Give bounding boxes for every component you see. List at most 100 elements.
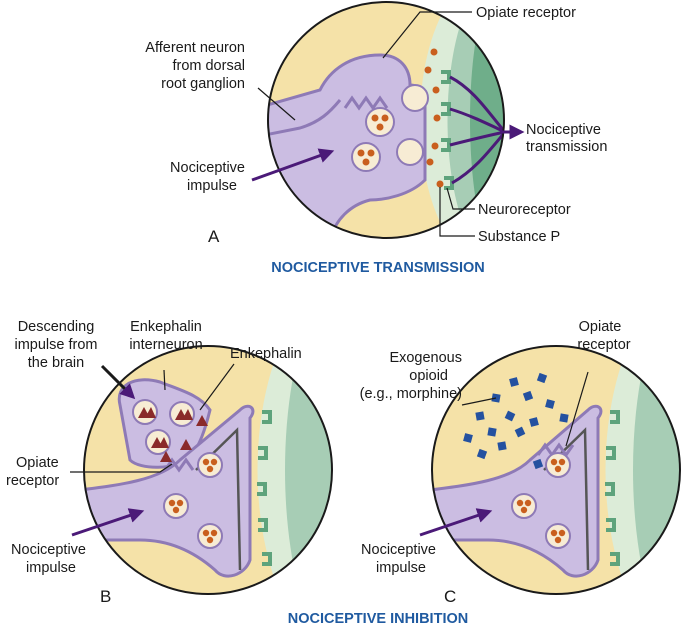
neuroreceptor-shape (262, 552, 272, 566)
substance-p-dot (202, 458, 210, 466)
impulse-arrow-a (251, 148, 335, 182)
postsynaptic-neuron (633, 346, 680, 594)
substance-p-dot (432, 86, 440, 94)
label-opiate-receptor-c-2: receptor (577, 337, 630, 353)
substance-p-dot (206, 465, 214, 473)
vesicle (545, 523, 571, 549)
transmission-line (449, 130, 504, 147)
label-exogenous-opioid-3: (e.g., morphine) (360, 386, 462, 402)
panel-c: Exogenous opioid (e.g., morphine) Opiate… (360, 319, 681, 606)
substance-p-dot (554, 465, 562, 473)
enkephalin-triangle (196, 415, 208, 426)
label-afferent-neuron-1: Afferent neuron (145, 40, 245, 56)
neuroreceptor-shape (441, 138, 451, 152)
substance-p-dot (176, 499, 184, 507)
label-descending-impulse-2: impulse from (15, 337, 98, 353)
vesicle (396, 138, 424, 166)
panel-letter-a: A (208, 227, 220, 246)
label-exogenous-opioid-1: Exogenous (389, 350, 462, 366)
leader-opiate-receptor-b (70, 463, 173, 473)
label-nociceptive-impulse-c-1: Nociceptive (361, 542, 436, 558)
neuroreceptor-shape (258, 518, 268, 532)
substance-p-dot (424, 66, 432, 74)
label-nociceptive-transmission-1: Nociceptive (526, 122, 601, 138)
panel-letter-b: B (100, 587, 111, 606)
label-opiate-receptor-a: Opiate receptor (476, 5, 576, 21)
vesicle (545, 452, 571, 478)
label-substance-p: Substance P (478, 229, 560, 245)
label-opiate-receptor-b-1: Opiate (16, 455, 59, 471)
leader-opiate-receptor-a (382, 11, 472, 59)
label-nociceptive-impulse-c-2: impulse (376, 560, 426, 576)
leader-afferent-neuron (257, 87, 296, 121)
opiate-receptor-shapes-b (163, 457, 195, 473)
neuroreceptor-shape (262, 410, 272, 424)
panel-b: Descending impulse from the brain Enkeph… (6, 319, 333, 606)
panel-a-border (267, 1, 505, 239)
substance-p-dot (206, 536, 214, 544)
label-opiate-receptor-b-2: receptor (6, 473, 59, 489)
enkephalin-triangle (145, 407, 156, 418)
panel-letter-c: C (444, 587, 456, 606)
enkephalin-triangle (158, 437, 169, 448)
neuroreceptor-shape (606, 446, 616, 460)
neuroreceptor-shape (610, 410, 620, 424)
neuroreceptor-shape (257, 482, 267, 496)
heading-nociceptive-inhibition: NOCICEPTIVE INHIBITION (288, 611, 468, 627)
substance-p-dot (426, 158, 434, 166)
leader-enkephalin (199, 363, 235, 411)
vesicle (511, 493, 537, 519)
neuroreceptor-shape (441, 70, 451, 84)
substance-p-dot (520, 506, 528, 514)
substance-p-dot (362, 158, 370, 166)
substance-p-dot (550, 458, 558, 466)
impulse-arrow-b (71, 508, 145, 537)
neuroreceptor-shape (605, 482, 615, 496)
substance-p-dot (168, 499, 176, 507)
substance-p-dot (381, 114, 389, 122)
enkephalin-triangle (160, 451, 172, 462)
substance-p-dot (367, 149, 375, 157)
substance-p-dot (431, 142, 439, 150)
descending-impulse-arrow (100, 364, 136, 400)
substance-p-dot (172, 506, 180, 514)
label-afferent-neuron-3: root ganglion (161, 76, 245, 92)
label-opiate-receptor-c-1: Opiate (579, 319, 622, 335)
heading-nociceptive-transmission: NOCICEPTIVE TRANSMISSION (271, 260, 485, 276)
neuroreceptor-shape (441, 102, 451, 116)
label-exogenous-opioid-2: opioid (409, 368, 448, 384)
label-afferent-neuron-2: from dorsal (172, 58, 245, 74)
substance-p-dot (516, 499, 524, 507)
substance-p-dot (371, 114, 379, 122)
impulse-arrow-c (419, 508, 493, 537)
substance-p-dot (210, 529, 218, 537)
label-nociceptive-impulse-b-2: impulse (26, 560, 76, 576)
leader-exogenous-opioid (461, 397, 497, 406)
label-enkephalin-interneuron-1: Enkephalin (130, 319, 202, 335)
panel-b-border (83, 345, 333, 595)
substance-p-dot (433, 114, 441, 122)
label-neuroreceptor: Neuroreceptor (478, 202, 571, 218)
substance-p-dot (550, 529, 558, 537)
substance-p-dot (558, 529, 566, 537)
label-nociceptive-impulse-b-1: Nociceptive (11, 542, 86, 558)
vesicle (197, 523, 223, 549)
label-descending-impulse-1: Descending (18, 319, 95, 335)
vesicle (401, 84, 429, 112)
transmission-line (449, 107, 504, 134)
neuron-outline-curve (268, 99, 342, 140)
leader-neuroreceptor (446, 187, 475, 210)
neuroreceptor-shape (258, 446, 268, 460)
label-descending-impulse-3: the brain (28, 355, 84, 371)
panel-a: Opiate receptor Afferent neuron from dor… (145, 1, 607, 246)
substance-p-dot (210, 458, 218, 466)
enkephalin-triangle (182, 409, 193, 420)
substance-p-dot (430, 48, 438, 56)
transmission-line (451, 131, 504, 185)
substance-p-dot (436, 180, 444, 188)
opiate-receptor-shapes (343, 95, 389, 111)
vesicle (197, 452, 223, 478)
vesicle (365, 107, 395, 137)
substance-p-dot (558, 458, 566, 466)
